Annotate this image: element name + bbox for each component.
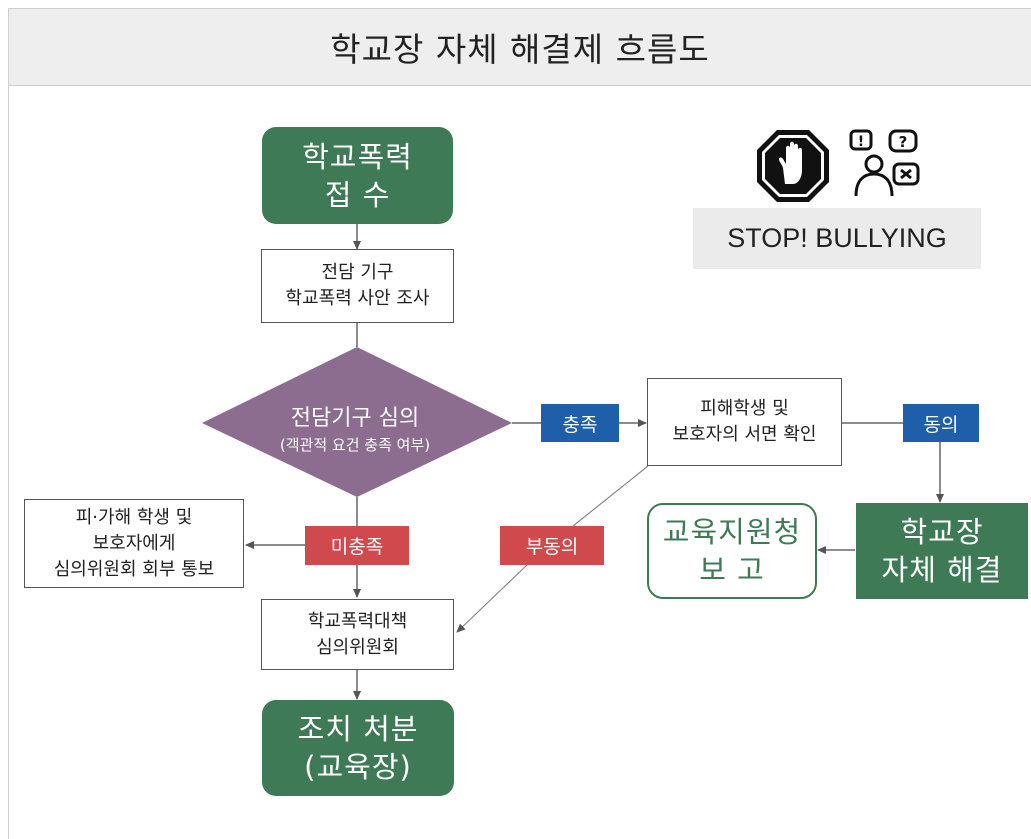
bullying-person-icon: ! ?	[849, 129, 920, 197]
met-tag-label: 충족	[562, 413, 598, 436]
not-met-tag: 미충족	[305, 526, 409, 565]
disagree-tag-label: 부동의	[525, 536, 579, 558]
review-line2: (객관적 요건 충족 여부)	[279, 436, 431, 454]
written-confirm-line2: 보호자의 서면 확인	[672, 424, 817, 445]
investigation-node: 전담 기구 학교폭력 사안 조사	[261, 249, 454, 323]
review-line1: 전담기구 심의	[290, 406, 420, 431]
notify-line2: 보호자에게	[92, 532, 176, 554]
disposition-line2: (교육장)	[304, 750, 412, 784]
investigation-line1: 전담 기구	[321, 262, 394, 283]
report-line2: 접 수	[324, 177, 391, 212]
disposition-node: 조치 처분 (교육장)	[262, 700, 454, 796]
report-node: 학교폭력 접 수	[262, 127, 453, 224]
written-confirm-node: 피해학생 및 보호자의 서면 확인	[647, 378, 842, 466]
education-office-line2: 보 고	[699, 553, 765, 587]
notify-line1: 피·가해 학생 및	[75, 506, 193, 528]
notify-line3: 심의위원회 회부 통보	[53, 558, 215, 580]
education-office-line1: 교육지원청	[662, 515, 802, 549]
principal-resolution-line1: 학교장	[900, 515, 984, 549]
disagree-tag: 부동의	[500, 526, 604, 565]
report-line1: 학교폭력	[302, 139, 413, 174]
arrow-disagree-to-committee	[456, 564, 528, 633]
principal-resolution-line2: 자체 해결	[881, 553, 1003, 587]
education-office-report-node: 교육지원청 보 고	[647, 503, 817, 599]
review-diamond	[202, 347, 512, 497]
committee-node: 학교폭력대책 심의위원회	[261, 599, 454, 670]
svg-text:?: ?	[899, 133, 908, 151]
met-tag: 충족	[541, 404, 619, 442]
page-title: 학교장 자체 해결제 흐름도	[9, 9, 1031, 86]
committee-line1: 학교폭력대책	[307, 610, 408, 632]
svg-text:!: !	[858, 134, 864, 150]
agree-tag-label: 동의	[923, 413, 959, 436]
investigation-line2: 학교폭력 사안 조사	[285, 288, 430, 309]
stop-bullying-text: STOP! BULLYING	[727, 223, 947, 253]
page-title-text: 학교장 자체 해결제 흐름도	[330, 30, 710, 69]
review-node: 전담기구 심의 (객관적 요건 충족 여부)	[205, 395, 505, 465]
stop-hand-icon	[757, 130, 829, 202]
agree-tag: 동의	[903, 404, 979, 442]
notify-node: 피·가해 학생 및 보호자에게 심의위원회 회부 통보	[24, 499, 244, 588]
written-confirm-line1: 피해학생 및	[700, 398, 789, 419]
not-met-tag-label: 미충족	[330, 536, 384, 558]
line-confirm-to-disagree	[572, 465, 649, 527]
disposition-line1: 조치 처분	[297, 712, 419, 746]
principal-resolution-node: 학교장 자체 해결	[856, 503, 1028, 599]
committee-line2: 심의위원회	[316, 636, 399, 658]
stop-bullying-banner: STOP! BULLYING	[693, 208, 981, 269]
